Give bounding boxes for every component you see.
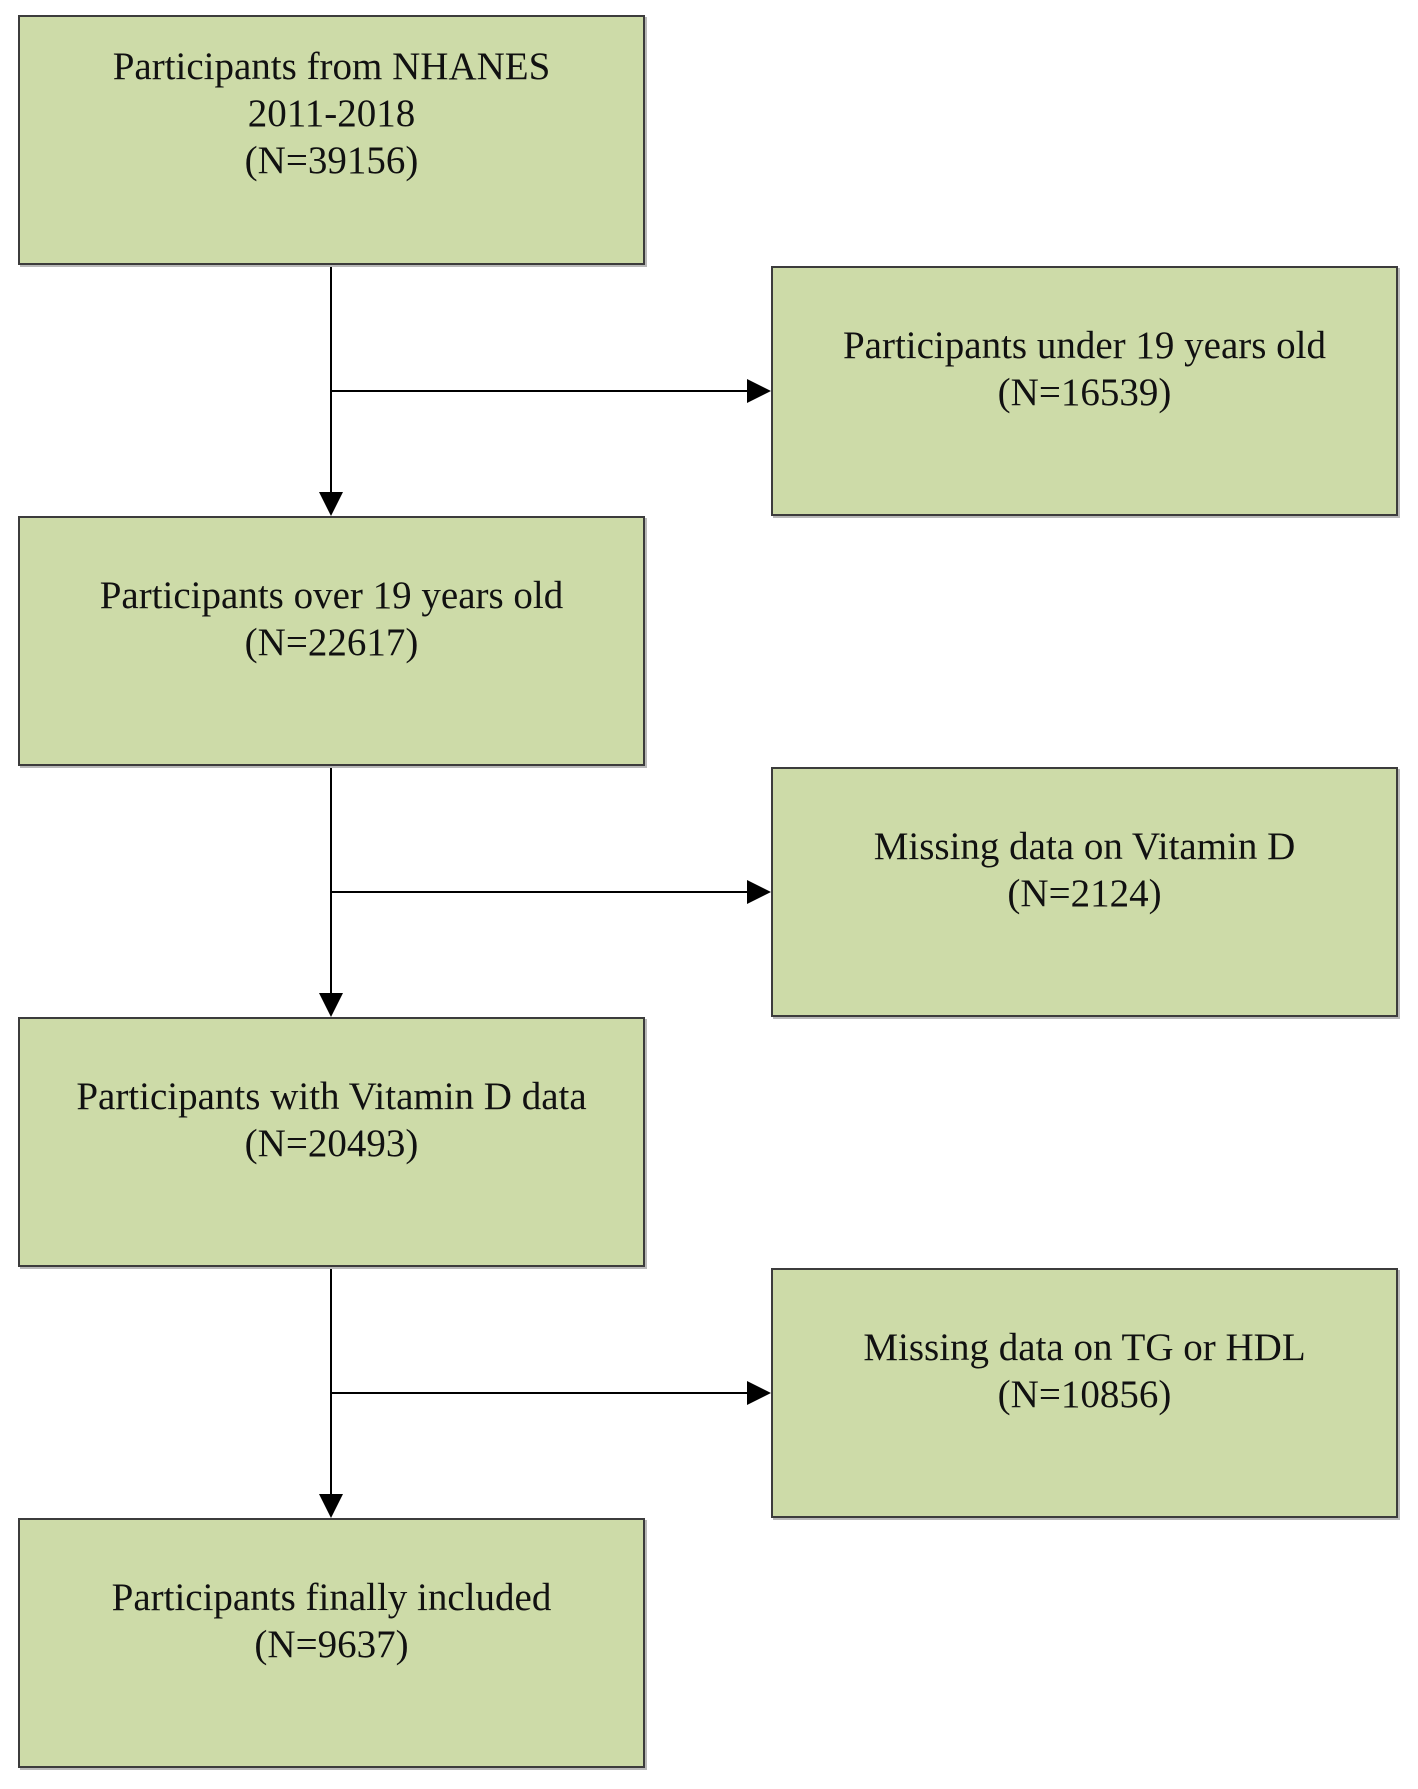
box-label: Participants from NHANES xyxy=(112,45,551,88)
box-count: (N=10856) xyxy=(997,1373,1172,1416)
box-participants-nhanes: Participants from NHANES 2011-2018 (N=39… xyxy=(18,15,645,265)
box-exclusion-missing-vitamin-d: Missing data on Vitamin D (N=2124) xyxy=(771,767,1398,1017)
box-exclusion-missing-tg-hdl: Missing data on TG or HDL (N=10856) xyxy=(771,1268,1398,1518)
box-label: Participants finally included xyxy=(111,1576,552,1619)
box-exclusion-under-19: Participants under 19 years old (N=16539… xyxy=(771,266,1398,516)
box-count: (N=20493) xyxy=(244,1122,419,1165)
box-label: Participants with Vitamin D data xyxy=(76,1075,587,1118)
box-participants-over-19: Participants over 19 years old (N=22617) xyxy=(18,516,645,766)
box-participants-with-vitamin-d: Participants with Vitamin D data (N=2049… xyxy=(18,1017,645,1267)
box-count: (N=16539) xyxy=(997,371,1172,414)
box-count: (N=9637) xyxy=(254,1623,409,1666)
box-label: Participants under 19 years old xyxy=(842,324,1327,367)
box-label: Missing data on TG or HDL xyxy=(863,1326,1306,1369)
box-label: Missing data on Vitamin D xyxy=(873,825,1296,868)
box-count: (N=2124) xyxy=(1007,872,1162,915)
box-count: (N=39156) xyxy=(244,139,419,182)
box-years: 2011-2018 xyxy=(247,92,416,135)
box-count: (N=22617) xyxy=(244,621,419,664)
box-label: Participants over 19 years old xyxy=(99,574,564,617)
box-participants-final: Participants finally included (N=9637) xyxy=(18,1518,645,1768)
